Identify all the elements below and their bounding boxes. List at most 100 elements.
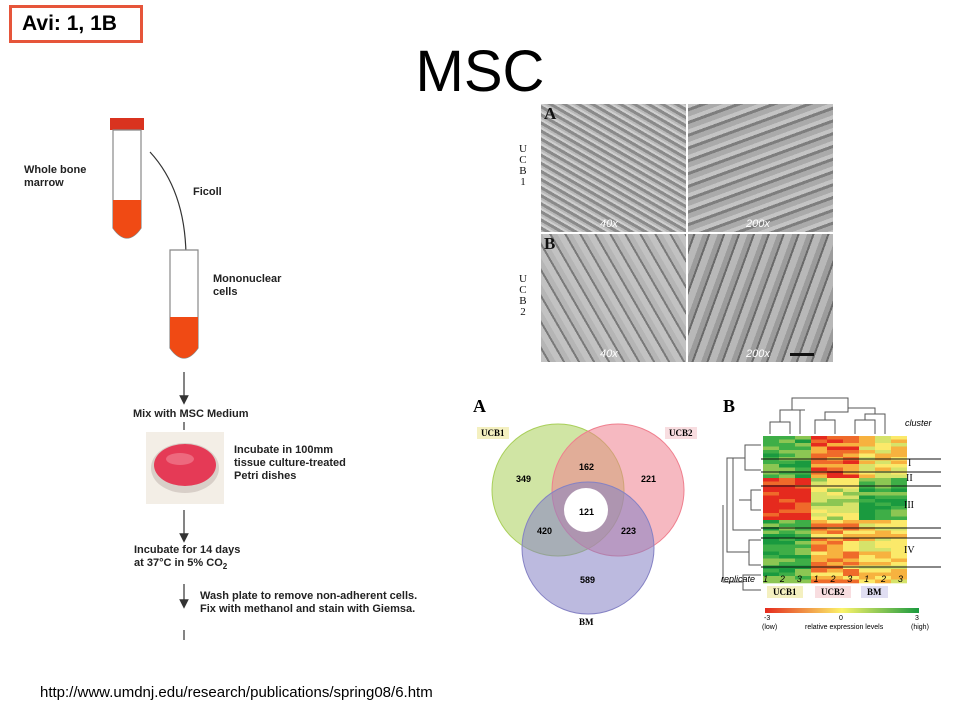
heatmap-cell [827,558,843,563]
heatmap-cell [779,520,795,524]
cluster-label-1: I [908,458,912,469]
heatmap-cell [859,499,875,503]
heatmap-cell [891,579,907,584]
heatmap-cell [795,537,811,542]
venn-count-all: 121 [579,507,595,517]
heatmap-cell [779,523,795,528]
heatmap-cell [843,436,859,440]
heatmap-cell [811,443,827,447]
heatmap-cell [779,446,795,451]
heatmap-cell [779,555,795,559]
mag-label-a-low: 40x [600,218,618,230]
heatmap-cell [827,548,843,552]
heatmap-cell [763,471,779,475]
heatmap-cell [811,530,827,535]
replicate-number: 1 [763,574,769,584]
heatmap-cell [763,541,779,545]
heatmap-cell [843,471,859,475]
heatmap-cell [827,513,843,517]
column-dendrogram [769,397,886,434]
venn-center [564,488,608,532]
heatmap-cell [859,513,875,517]
heatmap-cell [779,471,795,475]
venn-label-ucb2: UCB2 [665,427,697,439]
heatmap-cell [811,516,827,521]
heatmap-cell [811,541,827,545]
heatmap-cell [827,562,843,566]
heatmap-cell [811,572,827,577]
heatmap-cell [795,446,811,451]
heatmap-cell [763,502,779,507]
heatmap-cell [811,576,827,580]
heatmap-cell [811,488,827,493]
heatmap-cell [795,495,811,500]
heatmap-cell [763,446,779,451]
heatmap-cell [763,520,779,524]
cluster-label-2: II [906,473,913,484]
heatmap-cell [875,523,891,528]
heatmap-cell [875,499,891,503]
heatmap-cell [779,450,795,454]
heatmap-cell [859,562,875,566]
heatmap-cell [875,509,891,514]
heatmap-cell [875,502,891,507]
heatmap-cell [859,527,875,531]
micrograph-panel-a: A [544,104,557,123]
heatmap-cell [779,576,795,580]
cluster-heading: cluster [905,418,932,428]
mag-label-b-low: 40x [600,348,618,360]
heatmap-cell [811,464,827,468]
heatmap-cell [811,467,827,472]
heatmap-cell [763,453,779,458]
heatmap-cell [763,467,779,472]
heatmap-cell [875,551,891,556]
heatmap-cell [811,460,827,465]
heatmap-cell [891,527,907,531]
heatmap-cell [859,520,875,524]
heatmap-cell [891,534,907,538]
heatmap-cell [843,576,859,580]
heatmap-cell [859,506,875,510]
heatmap-cell [875,544,891,549]
heatmap-cell [859,481,875,486]
heatmap-cell [875,579,891,584]
heatmap-cell [763,551,779,556]
heatmap-cell [811,523,827,528]
heatmap-cell [891,439,907,444]
heatmap-cell [827,530,843,535]
heatmap-cell [795,516,811,521]
heatmap-cell [811,569,827,573]
heatmap-cell [827,572,843,577]
heatmap-cell [843,502,859,507]
heatmap-cell [811,436,827,440]
scale-high-text: (high) [911,624,929,631]
heatmap-cell [891,492,907,496]
heatmap-cell [875,558,891,563]
heatmap-cell [779,436,795,440]
heatmap-panel-label: B [723,396,736,416]
heatmap-cell [843,523,859,528]
heatmap-cell [811,446,827,451]
heatmap-cell [763,485,779,489]
test-tube-whole-marrow [110,118,144,239]
heatmap-cell [827,576,843,580]
heatmap-cell [763,527,779,531]
venn-panel-label: A [473,396,486,416]
heatmap-cell [875,467,891,472]
heatmap-cell [811,502,827,507]
heatmap-cell [763,562,779,566]
heatmap-cell [811,450,827,454]
heatmap-cell [875,530,891,535]
heatmap-cell [779,488,795,493]
heatmap-cell [843,481,859,486]
heatmap-cell [795,439,811,444]
replicate-number: 3 [897,574,903,584]
heatmap-cell [811,555,827,559]
heatmap-cell [891,558,907,563]
heatmap-cell [891,569,907,573]
heatmap-cell [795,464,811,468]
heatmap-graphic [722,397,941,613]
heatmap-cell [795,453,811,458]
heatmap-cell [779,443,795,447]
